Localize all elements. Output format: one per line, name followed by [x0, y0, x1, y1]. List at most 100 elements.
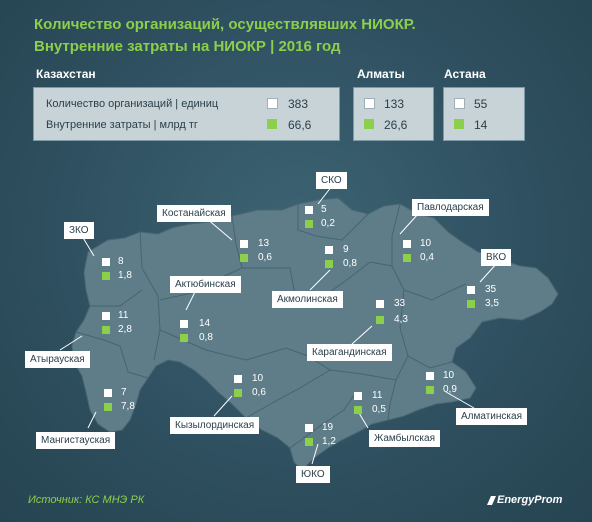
almaty-label: Алматы: [357, 67, 405, 81]
kz-label: Казахстан: [36, 67, 96, 81]
cost-marker: [403, 254, 411, 262]
count-value: 13: [258, 238, 270, 249]
row-count-label: Количество организаций | единиц: [46, 98, 219, 110]
energyprom-logo-icon: [487, 496, 496, 505]
cost-value: 0,6: [258, 252, 272, 263]
region-label-aktobe: Актюбинская: [170, 276, 241, 293]
count-marker: [325, 246, 333, 254]
count-value: 10: [420, 238, 432, 249]
count-value: 5: [321, 204, 327, 215]
cost-marker: [364, 119, 374, 129]
leader-zko: [81, 235, 95, 257]
cost-value: 0,9: [443, 384, 457, 395]
region-label-kyzylorda: Кызылординская: [170, 417, 260, 434]
astana-label: Астана: [444, 67, 486, 81]
astana-count: 55: [474, 97, 488, 111]
count-marker: [403, 240, 411, 248]
cost-value: 0,8: [343, 258, 357, 269]
kz-panel: Количество организаций | единиц Внутренн…: [33, 87, 340, 141]
border: [329, 355, 409, 381]
cost-marker: [104, 403, 112, 411]
border: [297, 204, 369, 241]
leader-atyrau: [59, 335, 83, 351]
leader-aktobe: [185, 289, 197, 311]
astana-panel: 55 14: [443, 87, 525, 141]
border: [75, 331, 149, 379]
count-value: 8: [118, 256, 124, 267]
leader-almaty: [445, 391, 475, 409]
region-label-akmola: Акмолинская: [272, 291, 343, 308]
region-label-pavlodar: Павлодарская: [412, 199, 489, 216]
leader-mangystau: [87, 411, 97, 429]
count-marker: [305, 206, 313, 214]
leader-uko: [311, 443, 319, 465]
leader-akmola: [309, 269, 331, 291]
count-marker: [305, 424, 313, 432]
count-marker: [454, 98, 465, 109]
count-value: 35: [485, 284, 497, 295]
cost-value: 0,2: [321, 218, 335, 229]
region-label-mangystau: Мангистауская: [36, 432, 116, 449]
cost-marker: [305, 220, 313, 228]
count-marker: [180, 320, 188, 328]
count-marker: [102, 312, 110, 320]
count-marker: [376, 300, 384, 308]
cost-value: 4,3: [394, 314, 408, 325]
count-value: 11: [118, 310, 129, 321]
title-line-2: Внутренние затраты на НИОКР | 2016 год: [34, 38, 341, 55]
region-label-karaganda: Карагандинская: [307, 344, 392, 361]
astana-cost: 14: [474, 118, 488, 132]
count-value: 7: [121, 387, 127, 398]
count-value: 10: [443, 370, 455, 381]
count-marker: [354, 392, 362, 400]
count-marker: [364, 98, 375, 109]
cost-marker: [102, 272, 110, 280]
count-marker: [104, 389, 112, 397]
region-label-kostanay: Костанайская: [157, 205, 231, 222]
count-marker: [426, 372, 434, 380]
leader-sko: [317, 185, 333, 205]
border: [139, 231, 161, 361]
cost-value: 0,5: [372, 404, 386, 415]
leader-pavlodar: [399, 213, 419, 235]
count-marker: [467, 286, 475, 294]
chart-title: Количество организаций, осуществлявших Н…: [34, 14, 416, 58]
cost-value: 1,2: [322, 436, 336, 447]
cost-marker: [467, 300, 475, 308]
region-label-zko: ЗКО: [64, 222, 94, 239]
cost-value: 0,8: [199, 332, 213, 343]
kz-count: 383: [288, 97, 309, 111]
cost-marker: [325, 260, 333, 268]
cost-value: 1,8: [118, 270, 132, 281]
count-marker: [267, 98, 278, 109]
energyprom-logo: EnergyProm: [497, 494, 563, 506]
cost-value: 2,8: [118, 324, 132, 335]
cost-marker: [426, 386, 434, 394]
cost-value: 7,8: [121, 401, 135, 412]
cost-marker: [180, 334, 188, 342]
count-value: 10: [252, 373, 264, 384]
region-label-almaty: Алматинская: [456, 408, 527, 425]
cost-marker: [234, 389, 242, 397]
leader-karaganda: [351, 325, 373, 345]
almaty-panel: 133 26,6: [353, 87, 434, 141]
kz-cost: 66,6: [288, 118, 312, 132]
border: [159, 215, 243, 301]
count-value: 33: [394, 298, 406, 309]
count-value: 11: [372, 390, 383, 401]
region-label-zhambyl: Жамбылская: [369, 430, 440, 447]
count-value: 19: [322, 422, 334, 433]
leader-kyzylorda: [213, 395, 233, 417]
count-value: 14: [199, 318, 211, 329]
row-cost-label: Внутренние затраты | млрд тг: [46, 119, 198, 131]
region-borders: [75, 203, 467, 449]
count-marker: [240, 240, 248, 248]
title-line-1: Количество организаций, осуществлявших Н…: [34, 16, 416, 33]
cost-marker: [354, 406, 362, 414]
cost-marker: [305, 438, 313, 446]
almaty-count: 133: [384, 97, 405, 111]
cost-marker: [376, 316, 384, 324]
region-label-atyrau: Атырауская: [25, 351, 90, 368]
kazakhstan-outline: [71, 197, 559, 471]
